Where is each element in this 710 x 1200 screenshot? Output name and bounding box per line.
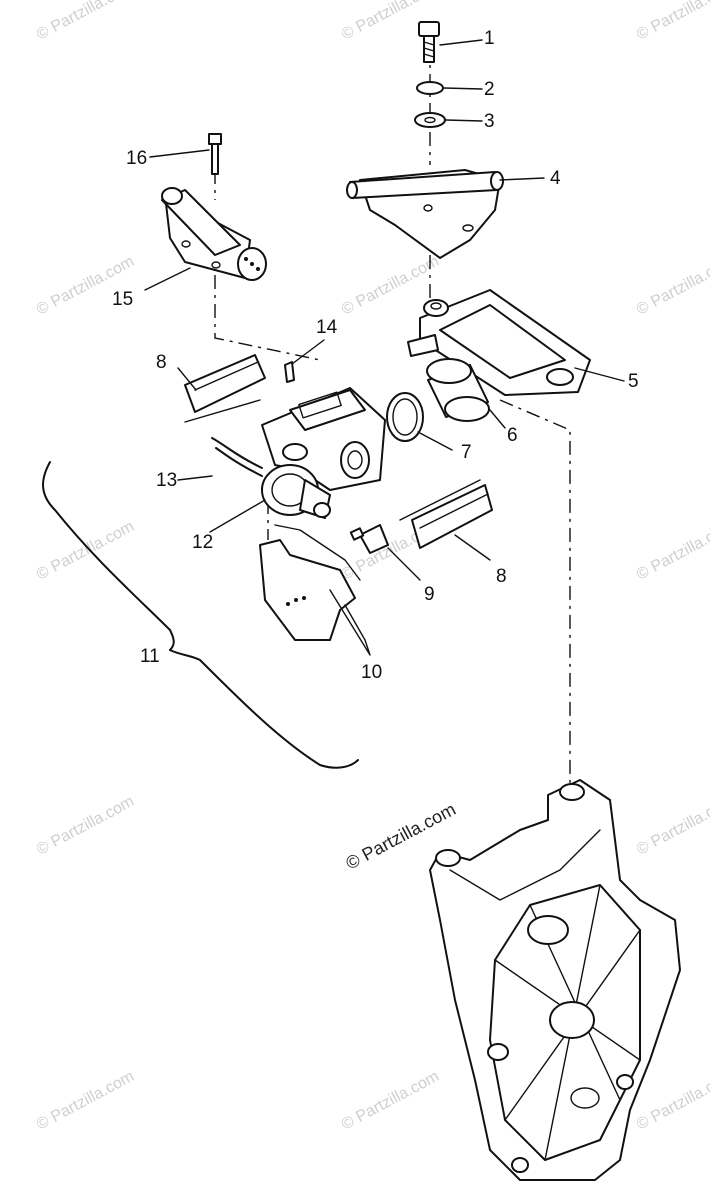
part-cover-plate (259, 524, 361, 641)
callout-8-upper: 8 (156, 352, 167, 373)
alignment-line (499, 399, 571, 790)
callout-3: 3 (484, 111, 495, 132)
part-oil-line (211, 437, 263, 469)
callout-7: 7 (461, 442, 472, 463)
watermark: © Partzilla.com (34, 793, 137, 859)
watermark: © Partzilla.com (634, 0, 710, 44)
callout-6: 6 (507, 425, 518, 446)
part-lock-washer (416, 81, 444, 95)
callout-5: 5 (628, 371, 639, 392)
callout-8-lower: 8 (496, 566, 507, 587)
callout-13: 13 (156, 470, 177, 491)
part-bushing (426, 358, 490, 422)
watermark: © Partzilla.com (634, 253, 710, 319)
part-support-frame (407, 289, 591, 396)
part-flat-washer (414, 112, 446, 128)
watermark: © Partzilla.com (339, 1068, 442, 1134)
assembly-bracket-outline (169, 649, 359, 769)
callout-15: 15 (112, 289, 133, 310)
callout-4: 4 (550, 168, 561, 189)
callout-9: 9 (424, 584, 435, 605)
assembly-bracket-outline (42, 461, 175, 651)
watermark: © Partzilla.com (34, 0, 137, 44)
part-bolt (418, 21, 440, 63)
callout-10: 10 (361, 662, 382, 683)
leader-lines (144, 39, 625, 656)
callout-11: 11 (140, 646, 160, 667)
callout-2: 2 (484, 79, 495, 100)
watermark: © Partzilla.com (634, 793, 710, 859)
callout-12: 12 (192, 532, 213, 553)
part-oil-pump (261, 464, 331, 519)
watermark: © Partzilla.com (634, 518, 710, 584)
part-mounting-bracket (346, 169, 504, 259)
part-gasket (184, 354, 266, 423)
callout-14: 14 (316, 317, 338, 338)
part-small-screw (284, 361, 295, 383)
part-gasket (399, 479, 493, 549)
part-thermostat-housing (161, 187, 267, 281)
watermark: © Partzilla.com (34, 518, 137, 584)
callout-1: 1 (484, 28, 495, 49)
part-oil-line (215, 447, 263, 477)
part-sensor (349, 524, 389, 554)
part-long-bolt (208, 133, 222, 175)
watermark: © Partzilla.com (34, 1068, 137, 1134)
callout-16: 16 (126, 148, 147, 169)
watermark: © Partzilla.com (634, 1068, 710, 1134)
part-housing (429, 779, 681, 1181)
